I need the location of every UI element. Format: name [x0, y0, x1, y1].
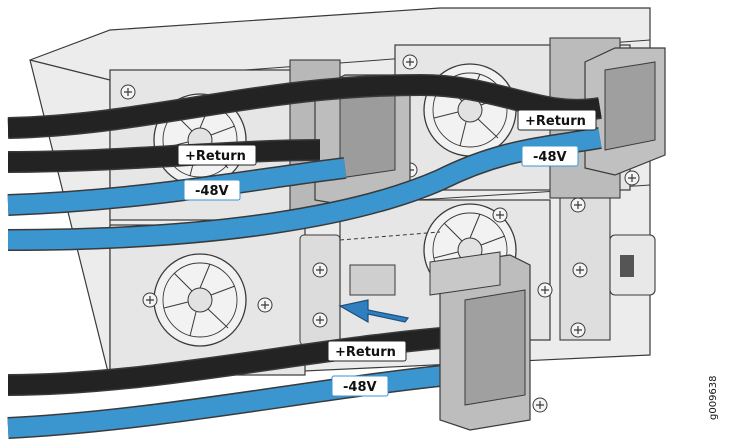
screw-icon: [624, 170, 640, 186]
svg-text:-48V: -48V: [533, 150, 567, 165]
screw-icon: [537, 282, 553, 298]
power-supply-unit-lower-left: [109, 224, 341, 376]
label-plus-return-3: +Return: [327, 340, 407, 362]
screw-icon: [257, 297, 273, 313]
svg-text:-48V: -48V: [195, 184, 229, 199]
screw-icon: [142, 292, 158, 308]
screw-icon: [572, 262, 588, 278]
side-panel: [559, 184, 656, 341]
label-minus-48v-3: -48V: [331, 375, 389, 397]
screw-icon: [402, 54, 418, 70]
cable-lug-cover-lower: [429, 251, 553, 431]
screw-icon: [312, 262, 328, 278]
cable-group-lower: [7, 324, 481, 439]
screw-icon: [532, 397, 548, 413]
screw-icon: [570, 322, 586, 338]
screw-icon: [570, 197, 586, 213]
label-minus-48v-2: -48V: [521, 145, 579, 167]
screw-icon: [120, 84, 136, 100]
figure-id: g009638: [708, 375, 719, 420]
svg-text:-48V: -48V: [343, 380, 377, 395]
fan-grille-icon: [153, 253, 247, 347]
svg-text:+Return: +Return: [525, 114, 586, 129]
label-minus-48v-1: -48V: [183, 179, 241, 201]
cable-lug-cover-upper-right: [549, 37, 666, 199]
label-plus-return-1: +Return: [177, 144, 257, 166]
svg-text:+Return: +Return: [335, 345, 396, 360]
label-plus-return-2: +Return: [517, 109, 597, 131]
screw-icon: [492, 207, 508, 223]
screw-icon: [312, 312, 328, 328]
insert-arrow-icon: [338, 299, 410, 324]
svg-text:+Return: +Return: [185, 149, 246, 164]
